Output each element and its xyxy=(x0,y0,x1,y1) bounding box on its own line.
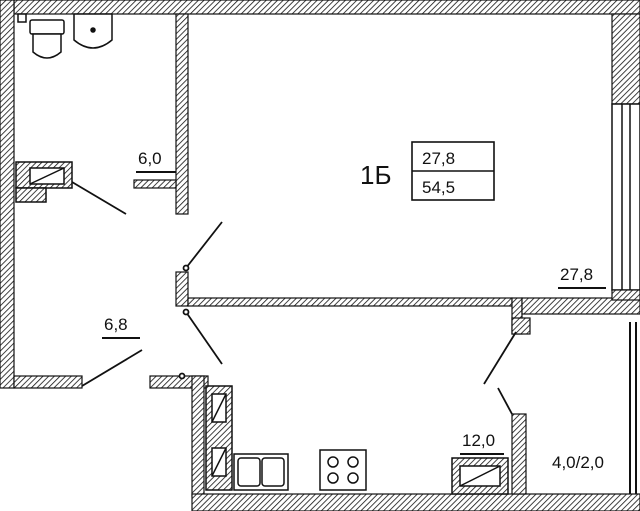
door-living-swing xyxy=(185,221,223,269)
wall-kitchen-right-stub xyxy=(511,413,527,495)
living-window xyxy=(611,103,640,291)
door-loggia-swing-2 xyxy=(497,387,513,415)
room-labels: 6,0 6,8 27,8 12,0 4,0/2,0 xyxy=(102,149,606,472)
wall-partition-post xyxy=(175,271,189,307)
vent-shaft-bathroom xyxy=(15,161,73,203)
door-bathroom-swing xyxy=(71,181,127,215)
room-area-bathroom: 6,0 xyxy=(138,149,162,168)
wall-top xyxy=(13,0,640,15)
apartment-type-label: 1Б xyxy=(360,160,392,190)
apartment-summary: 1Б 27,8 54,5 xyxy=(360,141,495,201)
toilet-icon xyxy=(17,13,65,59)
wall-kitchen-left xyxy=(191,375,205,497)
wall-bottom xyxy=(191,493,640,511)
door-swings xyxy=(71,181,517,415)
sink-icon xyxy=(73,13,113,49)
kitchen-sink-icon xyxy=(233,453,289,491)
door-kitchen-swing xyxy=(185,311,223,365)
wall-right-lower xyxy=(611,289,640,301)
room-area-hallway: 6,8 xyxy=(104,315,128,334)
room-area-loggia: 4,0/2,0 xyxy=(552,453,604,472)
wall-left-bottom xyxy=(13,375,83,389)
wall-bathroom-right xyxy=(175,13,189,215)
door-loggia-swing xyxy=(483,331,517,385)
vent-shaft-kitchen-right xyxy=(451,457,509,495)
loggia-glazing xyxy=(629,322,637,494)
wall-bathroom-stub xyxy=(133,179,177,189)
total-area-value: 54,5 xyxy=(422,178,455,197)
wall-right-top xyxy=(611,13,640,105)
vent-shaft-kitchen xyxy=(205,385,233,491)
living-area-value: 27,8 xyxy=(422,149,455,168)
wall-living-bottom xyxy=(187,297,513,307)
wall-left xyxy=(0,0,15,389)
room-area-living-room: 27,8 xyxy=(560,265,593,284)
stove-icon xyxy=(319,449,367,491)
wall-step-horizontal xyxy=(521,297,640,315)
wall-step-notch xyxy=(511,317,531,335)
door-entrance-swing xyxy=(81,349,143,387)
room-area-kitchen: 12,0 xyxy=(462,431,495,450)
